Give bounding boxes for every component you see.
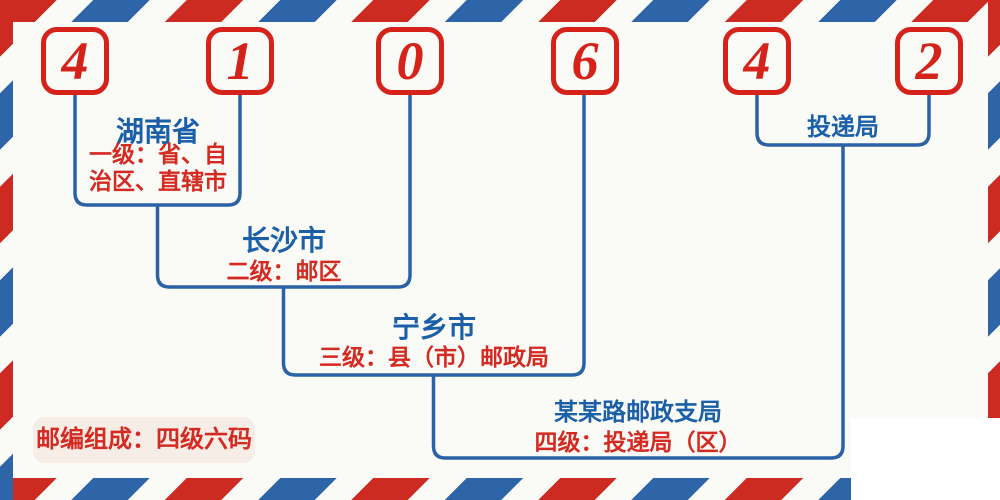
digit-value: 4 <box>61 31 89 91</box>
airmail-border-left <box>0 0 13 500</box>
digit-value: 6 <box>571 31 599 91</box>
label-county-level: 三级：县（市）邮政局 <box>319 344 549 370</box>
digit-box-5: 4 <box>723 27 791 95</box>
badge-composition-text: 邮编组成：四级六码 <box>36 426 252 453</box>
digit-box-3: 0 <box>376 27 444 95</box>
label-branch-name: 某某路邮政支局 <box>554 399 722 426</box>
airmail-border-right <box>988 0 1000 500</box>
blank-corner-patch <box>851 418 1000 500</box>
airmail-border-top <box>0 0 1000 22</box>
digit-box-2: 1 <box>206 27 274 95</box>
label-province-name: 湖南省 <box>115 116 201 147</box>
digit-box-1: 4 <box>41 27 109 95</box>
label-branch-level: 四级：投递局（区） <box>534 429 742 455</box>
label-county-name: 宁乡市 <box>391 312 477 343</box>
digit-box-4: 6 <box>551 27 619 95</box>
digit-value: 0 <box>396 31 424 91</box>
badge-composition: 邮编组成：四级六码 <box>33 417 255 463</box>
digit-value: 1 <box>226 31 254 91</box>
digit-value: 4 <box>743 31 771 91</box>
airmail-border-bottom <box>0 478 1000 500</box>
bracket-delivery <box>755 94 931 147</box>
digit-box-6: 2 <box>895 27 963 95</box>
label-delivery-bureau: 投递局 <box>807 114 879 141</box>
label-city-name: 长沙市 <box>241 225 327 256</box>
bracket-level-4 <box>431 145 845 460</box>
label-city-level: 二级：邮区 <box>226 258 342 284</box>
digit-value: 2 <box>915 31 943 91</box>
label-province-level: 一级：省、自治区、直辖市 <box>89 141 227 195</box>
